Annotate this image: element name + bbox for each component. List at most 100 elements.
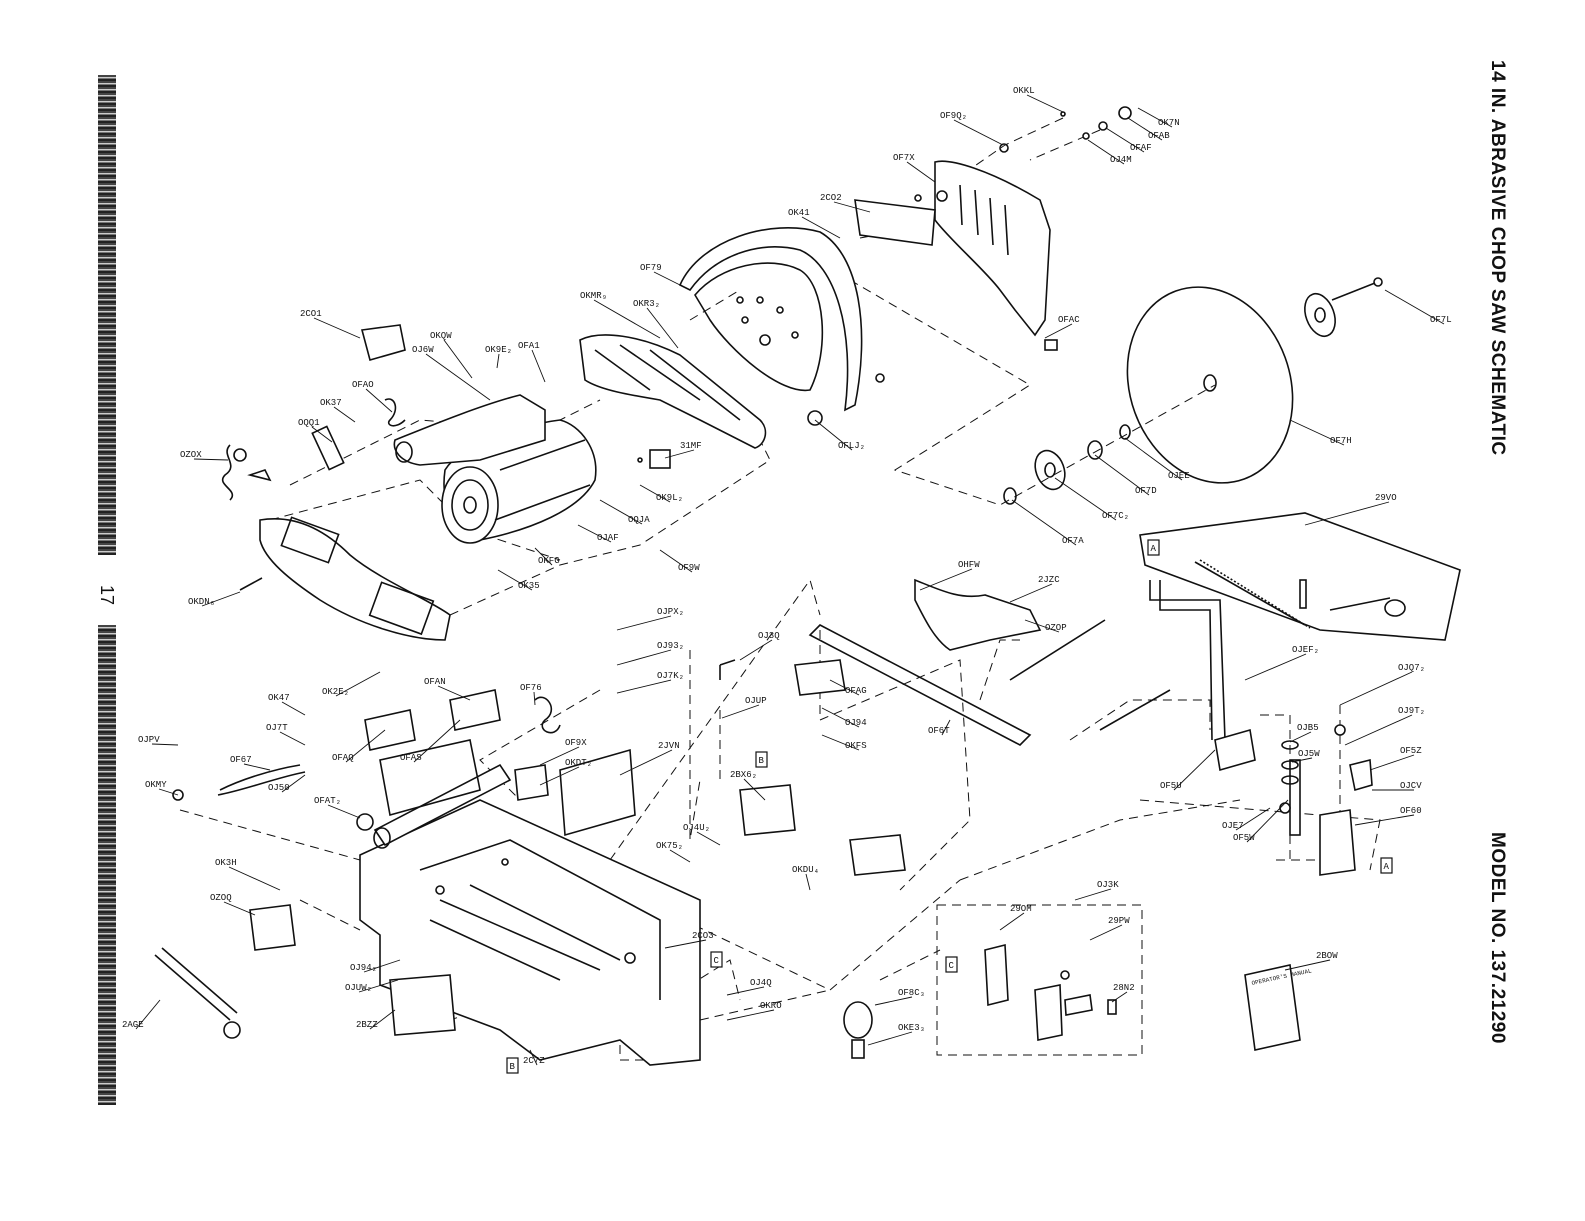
leader-line (281, 701, 306, 716)
leader-line (1094, 454, 1150, 496)
part-label: 2BOW (1316, 951, 1338, 961)
part-label: 2JVN (658, 741, 680, 751)
part-label: 2C7Z (523, 1056, 545, 1066)
part-label: OF79 (640, 263, 662, 273)
leader-line (726, 1009, 775, 1021)
leader-line (1054, 477, 1117, 521)
part-label: 2JZC (1038, 575, 1060, 585)
leader-line (639, 484, 671, 503)
leader-line (953, 119, 1004, 146)
part-label: OK75₂ (656, 841, 683, 851)
part-label: OJ3K (1097, 880, 1119, 890)
part-label: OF9X (565, 738, 587, 748)
part-label: OJPX₂ (657, 607, 684, 617)
part-label: OJAF (597, 533, 619, 543)
part-label: OF7L (1430, 315, 1452, 325)
callout-box (945, 956, 958, 973)
leader-line (1291, 757, 1313, 763)
leader-line (529, 1049, 538, 1066)
part-label: OF5W (1233, 833, 1255, 843)
part-label: OJB5 (1297, 723, 1319, 733)
leader-line (363, 959, 401, 973)
leader-line (739, 639, 773, 661)
callout-letter: A (1384, 862, 1390, 872)
part-label: OJ93₂ (657, 641, 684, 651)
part-label: OK41 (788, 208, 810, 218)
leader-line (413, 719, 461, 763)
part-label: OJ7T (266, 723, 288, 733)
part-label: OJUW₂ (345, 983, 372, 993)
part-label: OF7H (1330, 436, 1352, 446)
part-label: OF5U (1160, 781, 1182, 791)
part-label: 2AGE (122, 1020, 144, 1030)
part-label: OJ50 (268, 783, 290, 793)
leader-line (365, 388, 393, 413)
leader-line (999, 912, 1025, 931)
part-label: 2CO2 (820, 193, 842, 203)
part-label: OHFW (958, 560, 980, 570)
leader-line (437, 685, 471, 701)
part-label: OK7N (1158, 118, 1180, 128)
part-label: OJ9T₂ (1398, 706, 1425, 716)
leader-line (874, 996, 913, 1006)
blade-and-flanges (1003, 106, 1383, 505)
leader-line (1089, 924, 1123, 941)
lower-blade-guard (678, 227, 885, 426)
leader-line (616, 679, 672, 694)
callout-letter: B (510, 1062, 516, 1072)
leader-line (201, 591, 241, 607)
leader-line (1074, 888, 1112, 901)
part-label: OJE7 (1222, 821, 1244, 831)
leader-line (333, 406, 356, 423)
part-label: OK47 (268, 693, 290, 703)
leader-line (327, 804, 361, 819)
leader-line (369, 1009, 396, 1030)
motor-housing (393, 394, 671, 544)
part-label: OK2E₂ (322, 687, 349, 697)
part-label: OJ94₂ (350, 963, 377, 973)
part-label: OFAC (1058, 315, 1080, 325)
part-label: OFAO (352, 380, 374, 390)
part-label: 29PW (1108, 916, 1130, 926)
part-label: OK9E₂ (485, 345, 512, 355)
part-label: 2BX6₂ (730, 770, 757, 780)
leader-line (158, 788, 179, 796)
leader-line (664, 939, 707, 949)
part-label: OKQW (430, 331, 452, 341)
part-label: 2CO3 (692, 931, 714, 941)
leader-line (805, 873, 811, 891)
leader-line (1111, 991, 1128, 1003)
scan-edge-strip-bottom (98, 625, 116, 1105)
leader-line (1369, 754, 1415, 771)
part-label: OFAN (424, 677, 446, 687)
part-label: OK35 (518, 581, 540, 591)
part-label: OJEE (1168, 471, 1190, 481)
part-label: OKKL (1013, 86, 1035, 96)
part-label: OQQ1 (298, 418, 320, 428)
leader-line (821, 707, 860, 728)
power-cord (221, 324, 406, 501)
part-label: OF7C₂ (1102, 511, 1129, 521)
part-label: OF60 (1400, 806, 1422, 816)
leader-line (577, 524, 612, 543)
leader-line (497, 569, 533, 591)
leader-line (616, 649, 672, 666)
part-label: OKMR₉ (580, 291, 607, 301)
leader-line (1011, 499, 1077, 546)
part-label: OFLJ₂ (838, 441, 865, 451)
leader-line (906, 161, 936, 183)
part-label: OK3H (215, 858, 237, 868)
operators-manual-icon: OPERATOR'S MANUAL (1244, 964, 1313, 1051)
leader-line (593, 299, 661, 339)
leader-line (669, 849, 691, 863)
part-label: OJ3Q (758, 631, 780, 641)
leader-line (1284, 959, 1331, 971)
part-label: OF7X (893, 153, 915, 163)
leader-line (801, 216, 841, 239)
leader-line (335, 671, 381, 697)
part-label: OK37 (320, 398, 342, 408)
part-label: OFAS (400, 753, 422, 763)
callout-letter: C (714, 956, 720, 966)
part-label: 2BZZ (356, 1020, 378, 1030)
leader-line (619, 749, 673, 776)
